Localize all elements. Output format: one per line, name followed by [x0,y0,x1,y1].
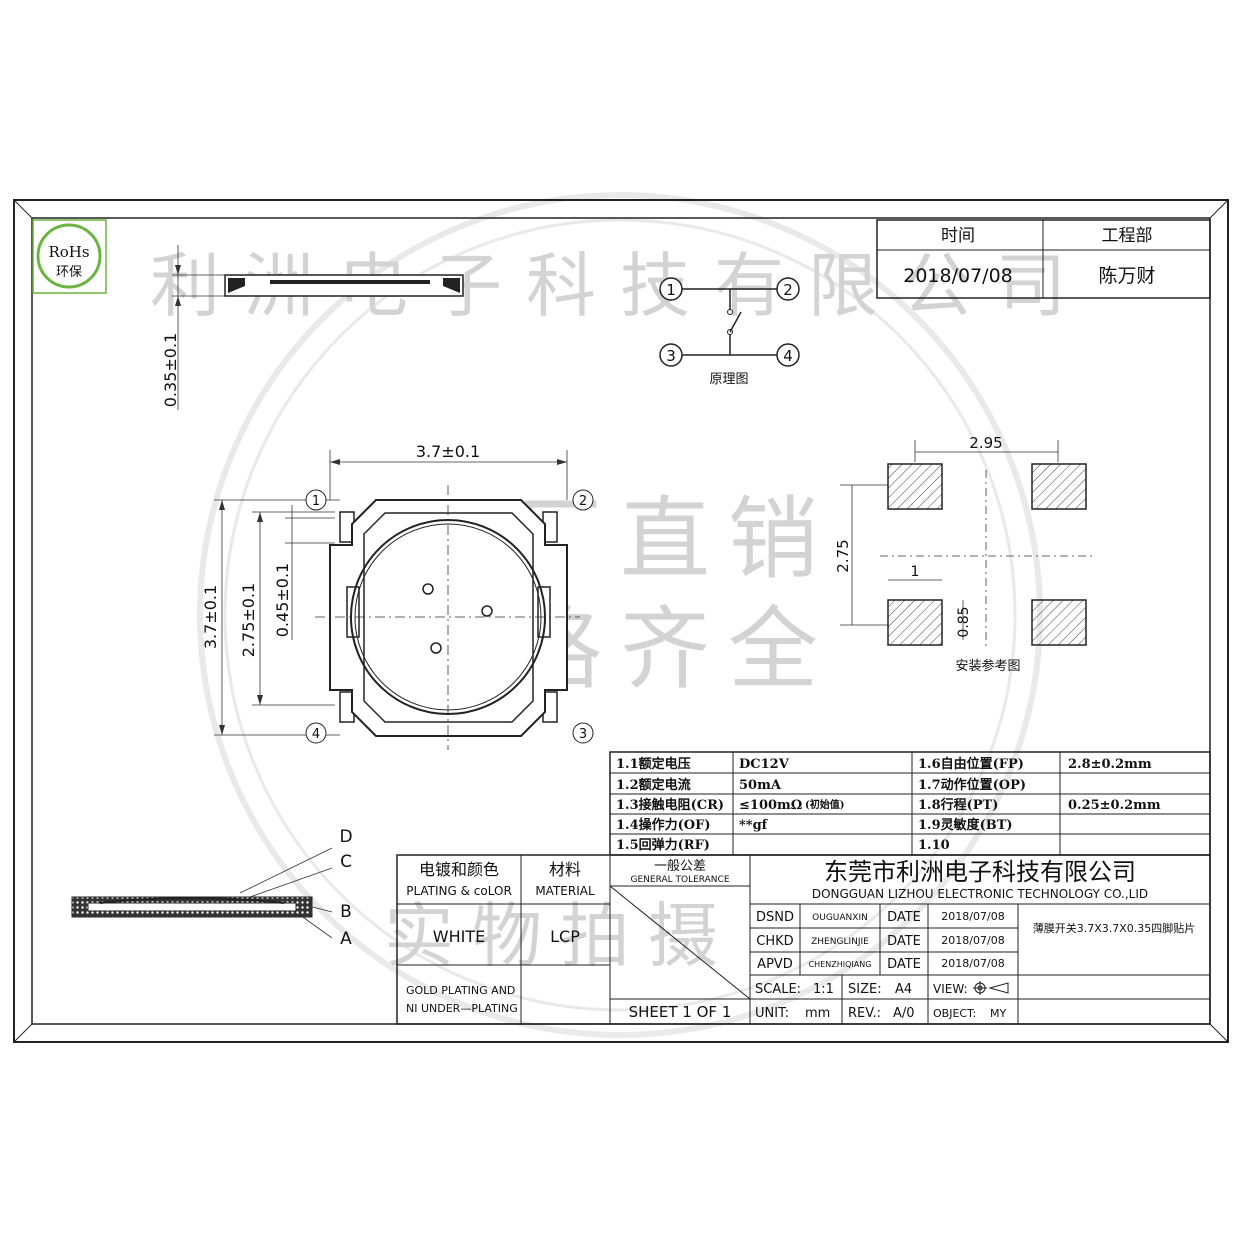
approval-date: 2018/07/08 [903,265,1013,287]
spec-key: 1.1额定电压 [616,756,691,772]
apvd-name: CHENZHIQIANG [809,960,872,969]
company-cn: 东莞市利洲电子科技有限公司 [824,858,1136,886]
apvd-date: 2018/07/08 [941,957,1004,970]
spec-key: 1.9灵敏度(BT) [918,817,1013,833]
pad-height: 0.85 [956,606,972,637]
height-dim: 3.7±0.1 [201,585,220,649]
material-en: MATERIAL [535,884,595,898]
color-value: WHITE [433,927,485,946]
approval-header-dept: 工程部 [1102,226,1153,246]
layer-a-label: A [340,929,352,949]
width-dim: 3.7±0.1 [416,442,480,461]
part-name: 薄膜开关3.7X3.7X0.35四脚贴片 [1033,921,1196,935]
scale-label: SCALE: [755,982,801,997]
size-label: SIZE: [848,982,882,997]
schematic-pin-1: 1 [666,281,676,299]
spec-key: 1.5回弹力(RF) [616,837,710,853]
spec-value-note: (初始值) [805,798,844,811]
size-value: A4 [895,982,912,997]
projection-icon [973,981,1009,995]
chkd-date-label: DATE [887,934,921,949]
schematic-pin-3: 3 [666,347,676,365]
company-en: DONGGUAN LIZHOU ELECTRONIC TECHNOLOGY CO… [812,887,1148,901]
rev-value: A/0 [893,1006,915,1021]
tolerance-en: GENERAL TOLERANCE [630,875,729,885]
pad-pitch-x: 2.95 [969,434,1002,452]
material-cn: 材料 [549,860,581,879]
dsnd-role: DSND [756,910,794,925]
rohs-text: RoHs [48,243,89,261]
schematic-label: 原理图 [709,372,748,387]
inner-dim: 2.75±0.1 [239,583,258,657]
schematic-pin-2: 2 [783,281,793,299]
apvd-date-label: DATE [887,957,921,972]
apvd-role: APVD [757,957,793,972]
dsnd-date: 2018/07/08 [941,910,1004,923]
layer-b-label: B [340,902,352,922]
spec-key: 1.7动作位置(OP) [918,777,1026,793]
rohs-badge: RoHs 环保 [32,219,107,294]
title-block-text: 电镀和颜色 PLATING & coLOR 材料 MATERIAL 一般公差 G… [406,858,1195,1021]
unit-label: UNIT: [755,1006,789,1021]
top-view: 3.7±0.1 3.7±0.1 2.75±0.1 0.45±0.1 [201,442,594,750]
dsnd-name: OUGUANXIN [812,913,868,923]
sheet-label: SHEET 1 OF 1 [629,1003,732,1021]
pad-width: 1 [911,564,920,580]
pad-pitch-y: 2.75 [834,539,852,572]
object-label: OBJECT: [933,1007,976,1020]
layer-d-label: D [339,827,352,847]
thickness-dim: 0.35±0.1 [161,333,180,407]
object-value: MY [990,1007,1006,1020]
pin-1-label: 1 [312,494,320,509]
footprint: 2.95 2.75 1 0.85 安装参考图 [834,434,1095,674]
schematic-pin-4: 4 [783,347,793,365]
hole-dim: 0.45±0.1 [273,563,292,637]
watermark: 工厂直销 规格齐全 实物拍摄 利洲电子科技有限公司 [150,192,1066,1038]
spec-value: ≤100mΩ [739,798,802,813]
spec-key: 1.4操作力(OF) [616,817,710,833]
title-block [396,854,1211,1025]
approval-name: 陈万财 [1098,265,1155,287]
material-value: LCP [550,927,580,946]
spec-value: 0.25±0.2mm [1068,798,1161,813]
view-label: VIEW: [933,982,968,996]
plating-note-2: NI UNDER—PLATING [406,1002,518,1015]
spec-rows: 1.1额定电压 DC12V 1.6自由位置(FP) 2.8±0.2mm 1.2额… [616,756,1161,853]
chkd-date: 2018/07/08 [941,934,1004,947]
approval-table: 时间 工程部 2018/07/08 陈万财 [876,219,1211,299]
pin-4-label: 4 [312,727,320,742]
layer-c-label: C [340,852,352,872]
cross-section: D C B A [71,827,353,949]
side-view: 0.35±0.1 [161,245,464,410]
spec-key: 1.6自由位置(FP) [918,756,1024,772]
spec-key: 1.3接触电阻(CR) [616,797,724,813]
schematic: 1 2 3 4 原理图 [659,277,800,387]
spec-value: **gf [739,818,769,833]
watermark-line3: 实物拍摄 [384,895,736,977]
footprint-label: 安装参考图 [955,658,1020,674]
plating-note-1: GOLD PLATING AND [406,984,515,997]
approval-header-time: 时间 [941,226,975,246]
spec-value: 50mA [739,778,782,793]
dsnd-date-label: DATE [887,910,921,925]
plating-en: PLATING & coLOR [406,884,512,898]
chkd-role: CHKD [756,934,793,949]
pin-2-label: 2 [579,494,587,509]
scale-value: 1:1 [813,982,834,997]
spec-value: DC12V [739,757,790,772]
spec-key: 1.8行程(PT) [918,797,998,813]
rev-label: REV.: [848,1006,881,1021]
rohs-cn-text: 环保 [56,265,82,280]
plating-cn: 电镀和颜色 [419,860,499,879]
tolerance-cn: 一般公差 [654,858,706,874]
spec-value: 2.8±0.2mm [1068,757,1152,772]
spec-key: 1.2额定电流 [616,777,691,793]
unit-value: mm [805,1006,830,1021]
chkd-name: ZHENGLINJIE [811,937,869,947]
pin-3-label: 3 [579,727,587,742]
spec-key: 1.10 [918,838,950,853]
